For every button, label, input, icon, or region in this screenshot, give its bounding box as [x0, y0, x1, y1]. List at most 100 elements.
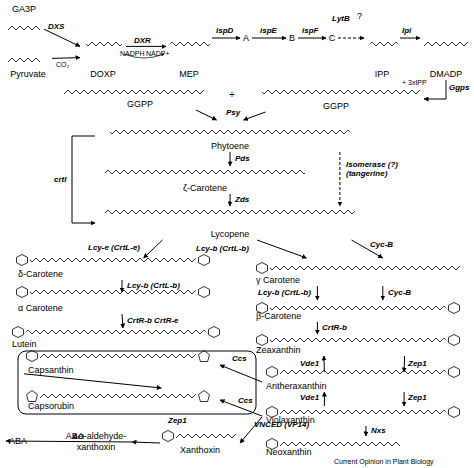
reaction-arrow [400, 38, 420, 39]
side-label: + [229, 89, 235, 100]
compound-node: Capsorubin [24, 388, 220, 412]
ring [267, 367, 278, 378]
enzyme-label: Zep1 [408, 393, 427, 402]
enzyme-label: DXR [134, 36, 151, 45]
enzyme-label: Zep1 [168, 416, 187, 425]
enzyme-label: Lcy-b (CrtL-b) [258, 288, 311, 297]
compound-name: DOXP [90, 69, 116, 80]
ring [209, 327, 220, 338]
molecule-chain [110, 128, 350, 136]
compound-node: IPP [364, 24, 400, 80]
compound-name: B [289, 33, 295, 44]
compound-name: Pyruvate [10, 69, 46, 80]
compound-name: DMADP [430, 69, 463, 80]
reaction-arrow [244, 112, 266, 120]
reaction-arrow [317, 286, 318, 300]
compound-node: Pyruvate [4, 44, 52, 80]
compound-name: γ Carotene [256, 275, 300, 286]
reaction-arrow [212, 38, 240, 39]
compound-node: A [240, 32, 252, 44]
ring [199, 351, 210, 362]
compound-node: δ-Carotene [14, 258, 230, 280]
compound-name: Lycopene [211, 229, 250, 240]
enzyme-label: Cyc-B [370, 240, 393, 249]
ring [13, 327, 24, 338]
enzyme-label: ispE [260, 26, 277, 35]
enzyme-label: Zds [235, 195, 249, 204]
side-label: Current Opinion in Plant Biology [334, 458, 434, 466]
compound-name: GGPP [127, 99, 153, 110]
reaction-arrow [122, 280, 123, 292]
compound-name: Antheraxanthin [266, 381, 327, 392]
molecule-chain [262, 88, 420, 96]
compound-name: Phytoene [211, 141, 249, 152]
compound-name: Capsorubin [28, 401, 74, 412]
compound-name: ABA-aldehyde- xanthoxin [60, 431, 132, 453]
reaction-arrow [404, 392, 405, 406]
reaction-arrow [126, 46, 166, 47]
compound-node: Lycopene [95, 206, 365, 240]
molecule-chain [40, 352, 196, 360]
enzyme-label: Ipi [402, 26, 411, 35]
compound-name: MEP [179, 69, 199, 80]
side-label: + 3xIPP [402, 79, 427, 87]
enzyme-label: Ccs [238, 396, 253, 405]
compound-name: Capsanthin [28, 365, 74, 376]
ring [449, 407, 460, 418]
enzyme-label: Lcy-e (CrtL-e) [88, 243, 140, 252]
enzyme-label: Ggps [449, 83, 469, 92]
ring [449, 335, 460, 346]
reaction-arrow [132, 442, 160, 443]
reaction-arrow [24, 374, 161, 388]
compound-name: Xanthoxin [180, 445, 220, 456]
reaction-arrow [298, 38, 326, 39]
enzyme-label: Cyc-B [388, 288, 411, 297]
side-label: NADP+ [146, 50, 170, 58]
enzyme-label: DXS [48, 22, 64, 31]
compound-node: β-Carotene [252, 300, 470, 322]
ring [199, 391, 210, 402]
ring [17, 287, 28, 298]
compound-node: C [326, 32, 338, 44]
compound-node: B [286, 32, 298, 44]
enzyme-label: CrtR-b [322, 323, 347, 332]
compound-node: DOXP [80, 24, 126, 80]
molecule-chain [270, 304, 446, 312]
enzyme-label: Psy [226, 108, 240, 117]
compound-node: α Carotene [14, 292, 230, 314]
ring [27, 391, 38, 402]
ring [199, 255, 210, 266]
molecule-chain [280, 368, 446, 376]
molecule-chain [30, 256, 196, 264]
reaction-arrow [230, 152, 231, 166]
ring [257, 263, 268, 274]
ring [449, 303, 460, 314]
compound-node: GGPP [248, 86, 424, 112]
reaction-arrow [144, 240, 163, 258]
compound-name: β-Carotene [256, 311, 301, 322]
ring [449, 367, 460, 378]
enzyme-label: Nxs [371, 426, 386, 435]
enzyme-label: Zep1 [408, 359, 427, 368]
ring [27, 351, 38, 362]
compound-node: ABA-aldehyde- xanthoxin [60, 430, 132, 454]
compound-node: Lutein [8, 328, 238, 350]
compound-name: IPP [375, 69, 390, 80]
molecule-chain [105, 208, 355, 216]
molecule-chain [270, 264, 460, 272]
molecule-chain [176, 432, 236, 440]
enzyme-label: ispF [302, 26, 318, 35]
side-label: ? [357, 12, 362, 22]
reaction-arrow [257, 240, 307, 258]
molecule-chain [370, 40, 398, 48]
compound-name: C [329, 33, 336, 44]
enzyme-label: Ccs [232, 354, 247, 363]
compound-name: Lutein [12, 339, 37, 350]
reaction-arrow [404, 356, 406, 372]
reaction-arrow [252, 38, 286, 39]
ring [163, 431, 174, 442]
compound-name: A [243, 33, 249, 44]
compound-node: Neoxanthin [262, 436, 412, 458]
enzyme-label: CrtR-b CrtR-e [127, 316, 179, 325]
